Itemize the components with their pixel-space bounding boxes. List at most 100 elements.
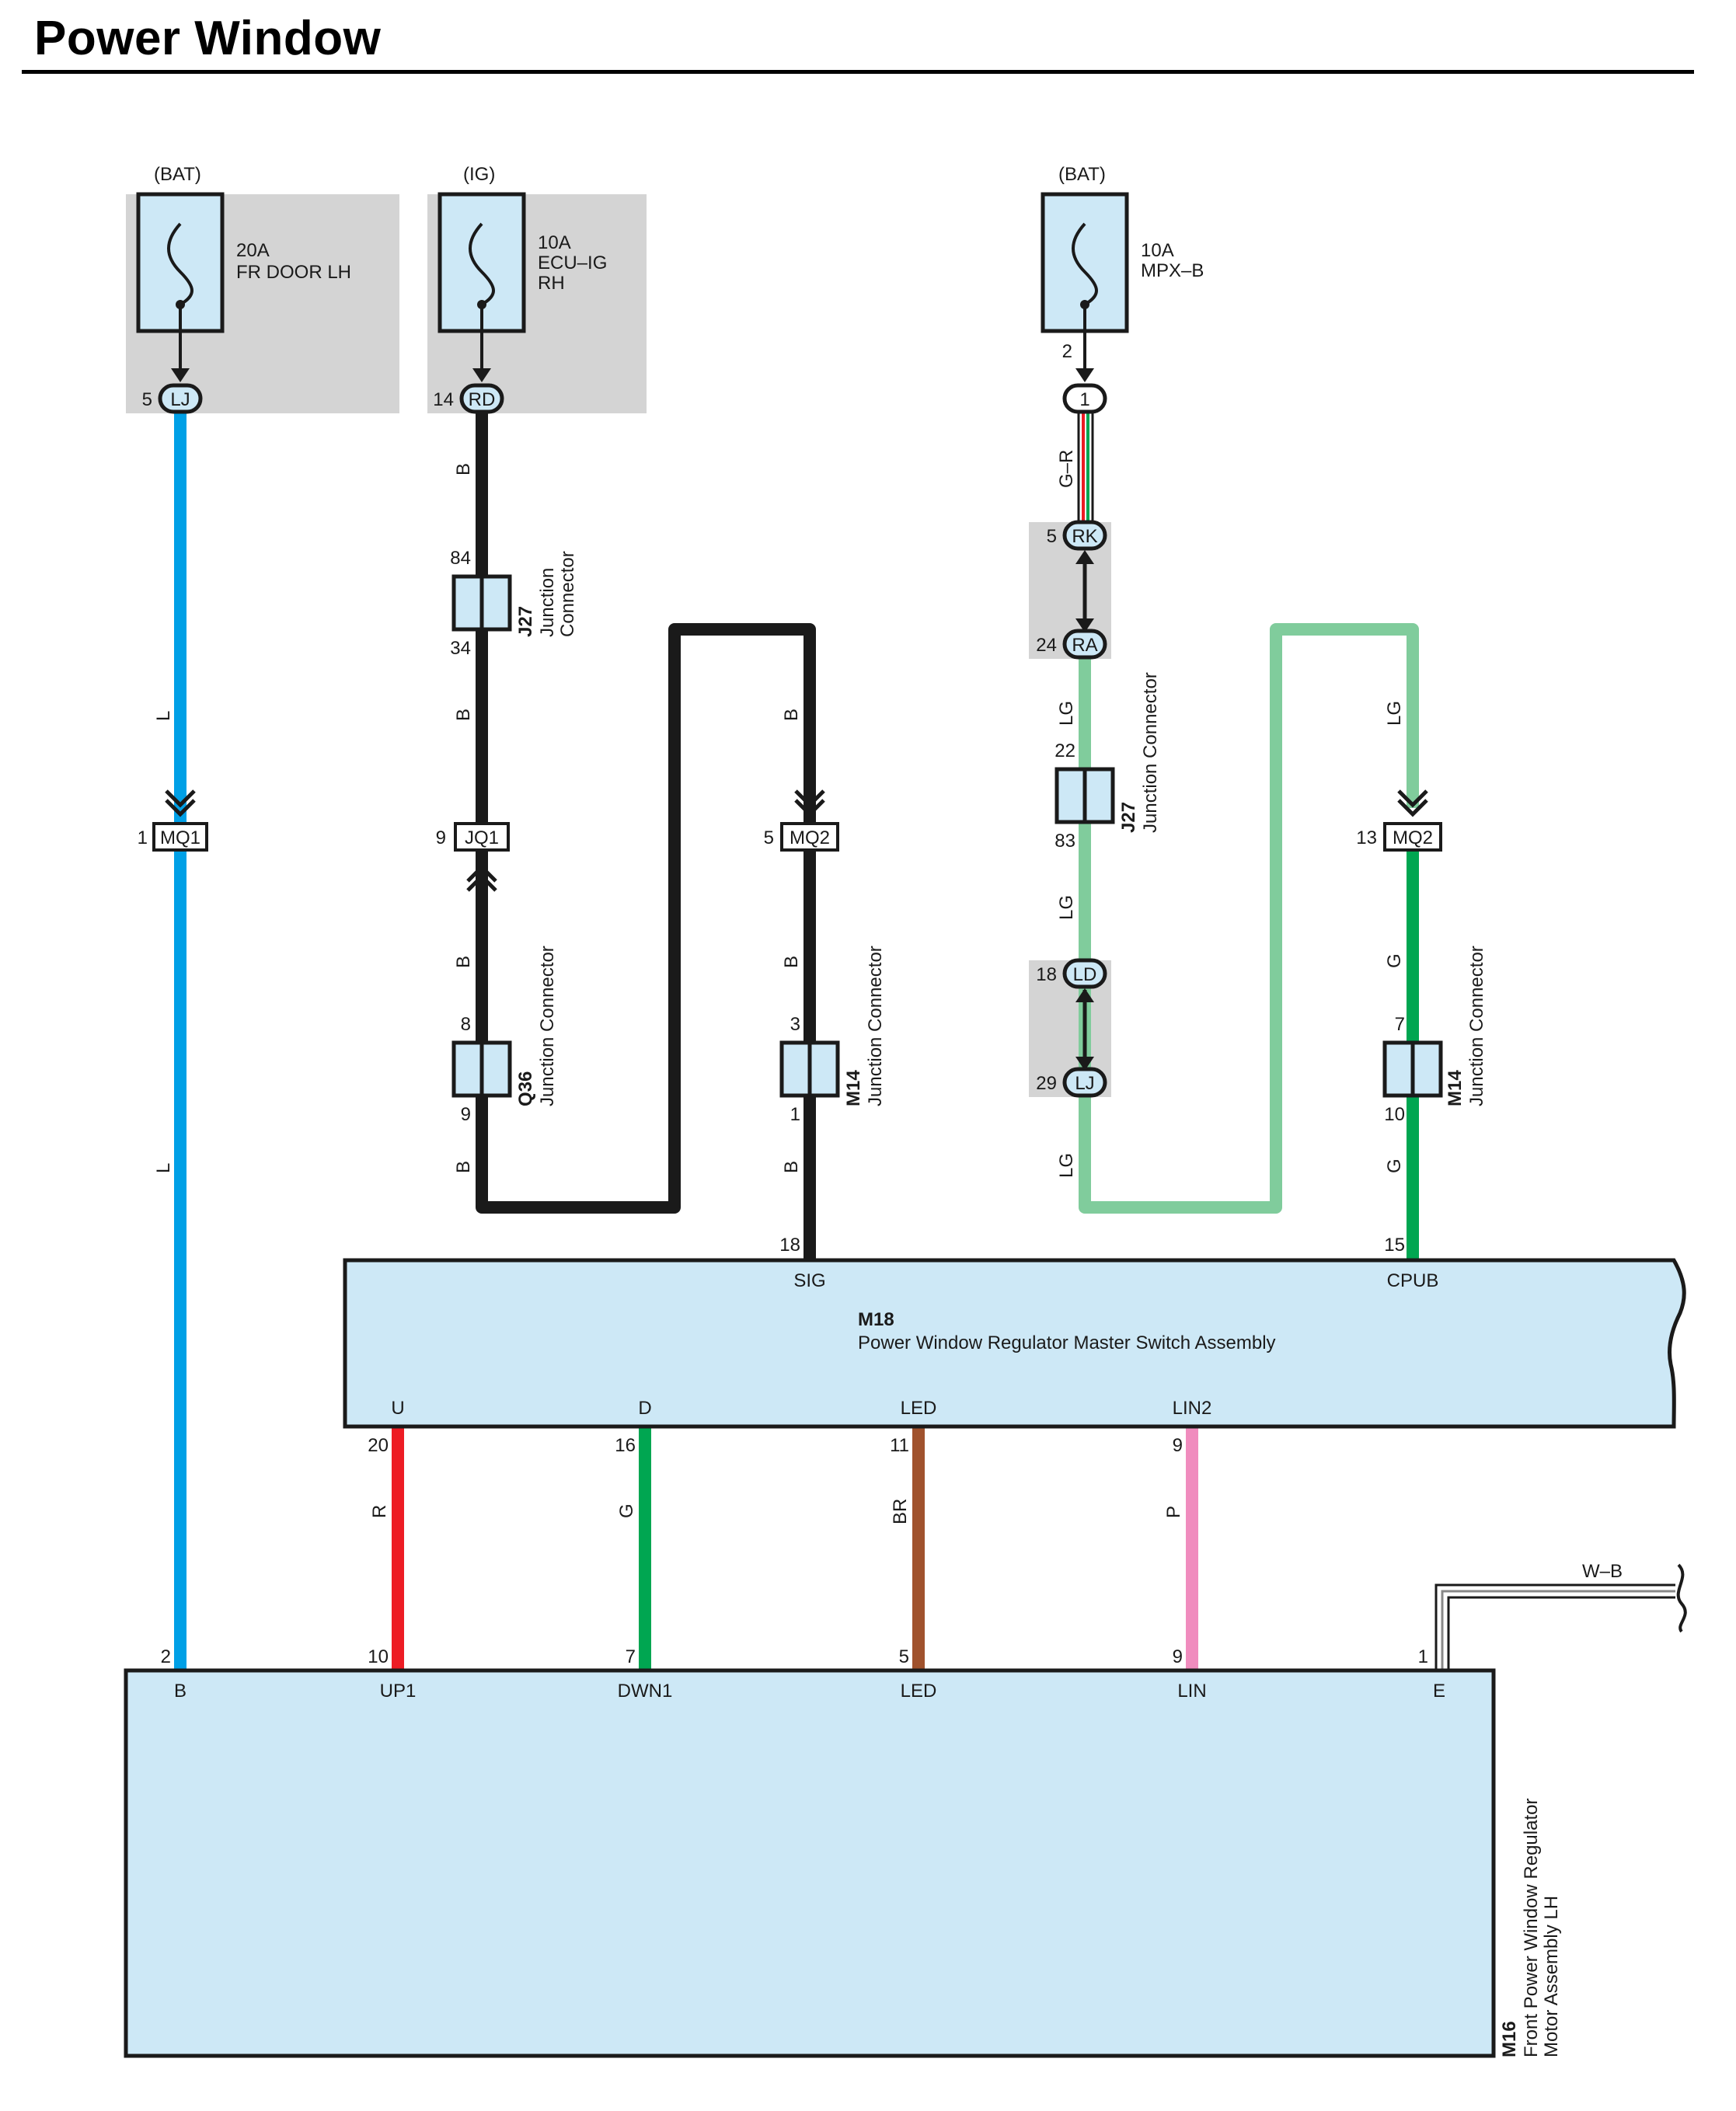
connector-rk-label: RK <box>1072 526 1097 547</box>
junction-q36-pin-bottom: 9 <box>461 1104 471 1125</box>
junction-m14-left-code: M14 <box>843 1070 864 1106</box>
m16-led-pin: 5 <box>899 1646 909 1667</box>
wire-wb-2 <box>1441 1590 1675 1670</box>
wire-label-g-3: G <box>616 1503 637 1518</box>
junction-j27-left-icon <box>451 574 512 632</box>
junction-j27-left-pin-bottom: 34 <box>450 638 471 659</box>
m18-led-pin: 11 <box>890 1435 909 1456</box>
junction-m14-right-icon <box>1382 1040 1443 1098</box>
junction-m14-right-pin-bottom: 10 <box>1384 1104 1405 1125</box>
connector-oval-rk <box>1062 520 1107 551</box>
wire-label-b-4: B <box>453 1161 474 1173</box>
junction-q36-desc: Junction Connector <box>537 946 558 1106</box>
m16-component-box <box>124 1668 1496 2058</box>
wire-label-b-1: B <box>453 463 474 475</box>
m18-component-box <box>343 1258 1686 1429</box>
connector-oval-ld <box>1062 958 1107 989</box>
wire-label-lg-3: LG <box>1056 1153 1077 1178</box>
connector-oval-lj-top <box>158 383 203 414</box>
m16-name-line1: Front Power Window Regulator <box>1521 1799 1542 2057</box>
m18-u-pin: 20 <box>368 1435 389 1456</box>
wire-label-b-6: B <box>781 956 802 968</box>
junction-m14-right-pin-top: 7 <box>1395 1014 1405 1035</box>
junction-j27-left-code: J27 <box>515 606 536 637</box>
wire-label-g-2: G <box>1384 1158 1405 1173</box>
fuse-ecu-ig-name: ECU–IG <box>538 253 607 273</box>
junction-j27-right-desc: Junction Connector <box>1140 672 1161 833</box>
connector-mq1 <box>152 789 208 852</box>
junction-j27-right-pin-bottom: 83 <box>1054 831 1075 852</box>
m16-up1-pin: 10 <box>368 1646 389 1667</box>
junction-m14-left-pin-bottom: 1 <box>790 1104 800 1125</box>
double-arrow-rk-ra-icon <box>1075 550 1094 632</box>
junction-j27-right-code: J27 <box>1118 802 1139 833</box>
wire-label-lg-1: LG <box>1056 701 1077 726</box>
connector-mq2-left-label: MQ2 <box>790 827 830 848</box>
wire-label-r: R <box>369 1505 390 1518</box>
wire-label-l-2: L <box>153 1163 174 1173</box>
m16-up1-label: UP1 <box>380 1681 417 1702</box>
junction-j27-left-desc: Junction <box>537 568 558 637</box>
connector-mq2-right-pin: 13 <box>1356 827 1377 848</box>
m18-sig-pin: 18 <box>779 1235 800 1256</box>
connector-lj-top-pin: 5 <box>142 389 152 410</box>
m18-u-label: U <box>391 1398 404 1419</box>
m18-d-label: D <box>638 1398 651 1419</box>
m16-e-label: E <box>1433 1681 1445 1702</box>
m16-dwn1-pin: 7 <box>626 1646 636 1667</box>
wire-lg <box>1079 623 1419 1214</box>
connector-mq2-right <box>1383 789 1442 852</box>
wire-label-l-1: L <box>153 711 174 721</box>
junction-j27-right-icon <box>1054 767 1115 824</box>
m18-lin2-pin: 9 <box>1173 1435 1183 1456</box>
connector-oval-mpx-1 <box>1062 383 1107 414</box>
m18-lin2-label: LIN2 <box>1173 1398 1212 1419</box>
double-arrow-ld-lj-icon <box>1075 988 1094 1071</box>
connector-rd-label: RD <box>469 389 496 410</box>
fuse-ecu-ig-source: (IG) <box>463 164 495 185</box>
junction-m14-left-icon <box>779 1040 840 1098</box>
connector-mq2-left <box>780 789 839 852</box>
junction-q36-code: Q36 <box>515 1071 536 1106</box>
fuse-ecu-ig-name2: RH <box>538 273 565 294</box>
wire-label-lg-2: LG <box>1056 895 1077 920</box>
connector-rk-pin: 5 <box>1047 526 1057 547</box>
fuse-fr-door-source: (BAT) <box>154 164 201 185</box>
m16-e-pin: 1 <box>1418 1646 1428 1667</box>
connector-ra-label: RA <box>1072 635 1097 656</box>
connector-jq1 <box>454 822 510 892</box>
m18-name: Power Window Regulator Master Switch Ass… <box>858 1332 1276 1353</box>
wire-label-wb: W–B <box>1582 1561 1623 1582</box>
connector-lj-lower-label: LJ <box>1075 1073 1094 1094</box>
title-rule <box>22 70 1694 74</box>
fuse-mpx-b-source: (BAT) <box>1058 164 1106 185</box>
wire-b <box>476 412 816 1260</box>
connector-mpx-1-pin: 2 <box>1062 341 1072 362</box>
connector-lj-top-label: LJ <box>170 389 190 410</box>
wire-label-gr: G–R <box>1056 450 1077 488</box>
wire-label-b-2: B <box>453 709 474 721</box>
connector-mq1-label: MQ1 <box>160 827 200 848</box>
wire-label-b-5: B <box>781 709 802 721</box>
junction-m14-right-desc: Junction Connector <box>1466 946 1487 1106</box>
page-title: Power Window <box>34 12 382 65</box>
connector-ld-label: LD <box>1073 964 1097 985</box>
wire-wb <box>1434 1583 1675 1670</box>
m16-led-label: LED <box>901 1681 937 1702</box>
wire-label-br: BR <box>890 1499 911 1524</box>
connector-lj-lower-pin: 29 <box>1036 1073 1057 1094</box>
m16-b-pin: 2 <box>161 1646 171 1667</box>
connector-rd-pin: 14 <box>433 389 454 410</box>
connector-ra-pin: 24 <box>1036 635 1057 656</box>
m18-code: M18 <box>858 1309 894 1330</box>
junction-q36-pin-top: 8 <box>461 1014 471 1035</box>
fuse-fr-door-name: FR DOOR LH <box>236 262 351 283</box>
fuse-ecu-ig-rating: 10A <box>538 232 571 253</box>
junction-j27-right-pin-top: 22 <box>1054 740 1075 761</box>
connector-mq2-right-label: MQ2 <box>1393 827 1433 848</box>
m18-cpub-label: CPUB <box>1387 1270 1439 1291</box>
junction-q36-icon <box>451 1040 512 1098</box>
wire-label-b-7: B <box>781 1161 802 1173</box>
connector-oval-lj-lower <box>1062 1067 1107 1098</box>
